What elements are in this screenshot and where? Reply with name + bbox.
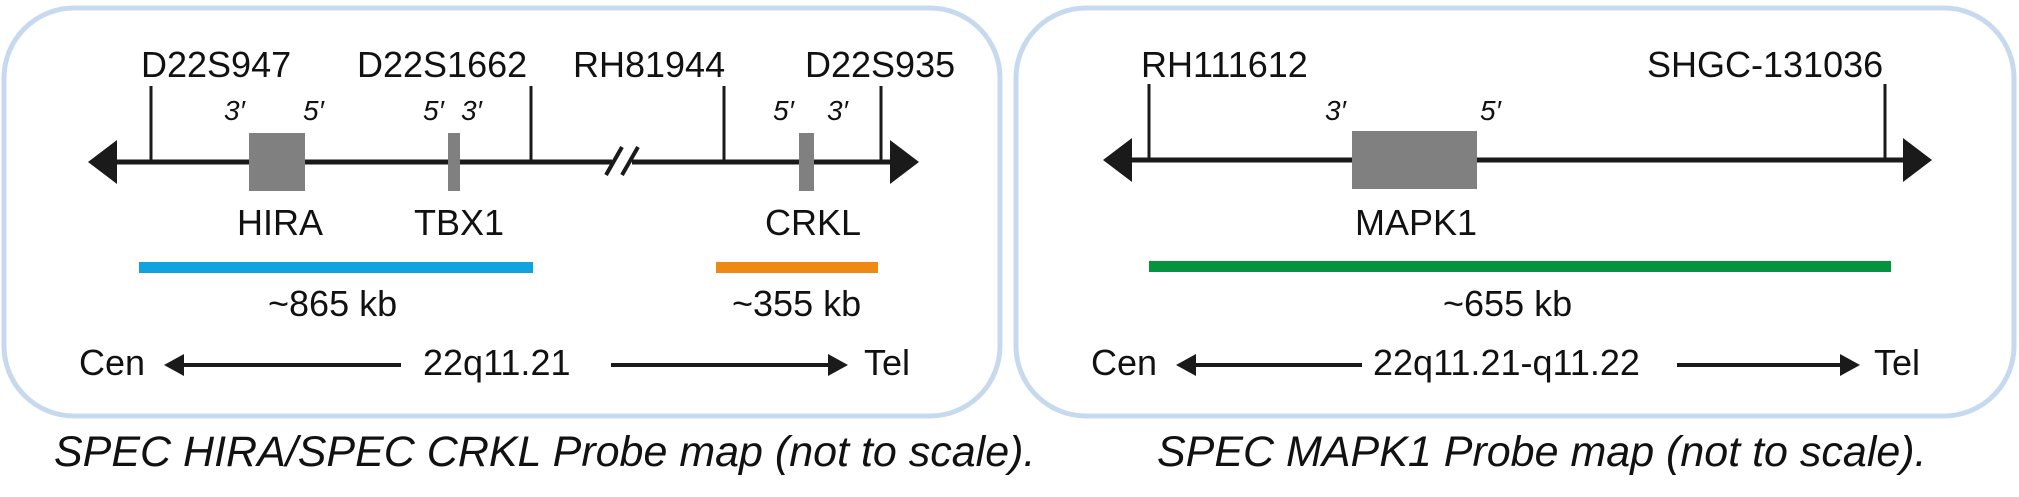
probe-size-label: ~355 kb (732, 283, 861, 324)
centromere-label: Cen (79, 342, 145, 383)
probe-size-label: ~865 kb (268, 283, 397, 324)
probe-bar-mapk1 (1149, 261, 1891, 272)
chromosome-axis (1103, 138, 1932, 182)
axis-arrowhead-left-icon (88, 140, 117, 184)
axis-break-icon (604, 146, 640, 176)
marker-label-d22s947: D22S947 (141, 44, 291, 85)
marker-label-d22s1662: D22S1662 (357, 44, 527, 85)
caption-mapk1: SPEC MAPK1 Probe map (not to scale). (1157, 428, 1927, 476)
gene-end-label: 5′ (1480, 95, 1503, 126)
panel-frame (1013, 5, 2017, 419)
direction-arrow-right-icon (1840, 354, 1860, 376)
gene-end-label: 5′ (303, 95, 326, 126)
gene-box-hira (249, 133, 305, 191)
probe-bar-hira (139, 262, 533, 273)
marker-label-rh111612: RH111612 (1141, 44, 1308, 85)
gene-label-crkl: CRKL (765, 202, 861, 243)
direction-arrow-right-icon (828, 354, 848, 376)
chromosome-axis (88, 140, 919, 184)
panel-frame (1, 5, 1003, 419)
gene-box-crkl (799, 133, 814, 191)
direction-arrow-left-icon (164, 354, 184, 376)
marker-label-shgc-131036: SHGC-131036 (1647, 44, 1883, 85)
gene-end-label: 3′ (1325, 95, 1348, 126)
axis-arrowhead-left-icon (1103, 138, 1132, 182)
telomere-label: Tel (864, 342, 910, 383)
gene-end-label: 5′ (773, 95, 796, 126)
band-label: 22q11.21-q11.22 (1373, 342, 1640, 383)
gene-box-mapk1 (1352, 131, 1477, 189)
gene-label-mapk1: MAPK1 (1355, 202, 1477, 243)
caption-hira-crkl: SPEC HIRA/SPEC CRKL Probe map (not to sc… (54, 428, 1035, 476)
gene-box-tbx1 (448, 133, 460, 191)
marker-label-rh81944: RH81944 (573, 44, 725, 85)
direction-arrow-left-icon (1176, 354, 1196, 376)
panel-mapk1: RH111612 SHGC-131036 3′ 5′ MAPK1 ~655 kb… (1013, 5, 2017, 419)
probe-size-label: ~655 kb (1443, 283, 1572, 324)
axis-arrowhead-right-icon (1903, 138, 1932, 182)
gene-end-label: 3′ (461, 95, 484, 126)
gene-label-tbx1: TBX1 (414, 202, 504, 243)
centromere-label: Cen (1091, 342, 1157, 383)
gene-end-label: 3′ (827, 95, 850, 126)
marker-label-d22s935: D22S935 (805, 44, 955, 85)
probe-bar-crkl (716, 262, 878, 273)
axis-arrowhead-right-icon (890, 140, 919, 184)
panel-hira-crkl: D22S947 D22S1662 RH81944 D22S935 3′ 5′ H… (1, 5, 1003, 419)
gene-end-label: 3′ (224, 95, 247, 126)
gene-end-label: 5′ (423, 95, 446, 126)
gene-label-hira: HIRA (237, 202, 323, 243)
telomere-label: Tel (1874, 342, 1920, 383)
band-label: 22q11.21 (423, 342, 570, 383)
